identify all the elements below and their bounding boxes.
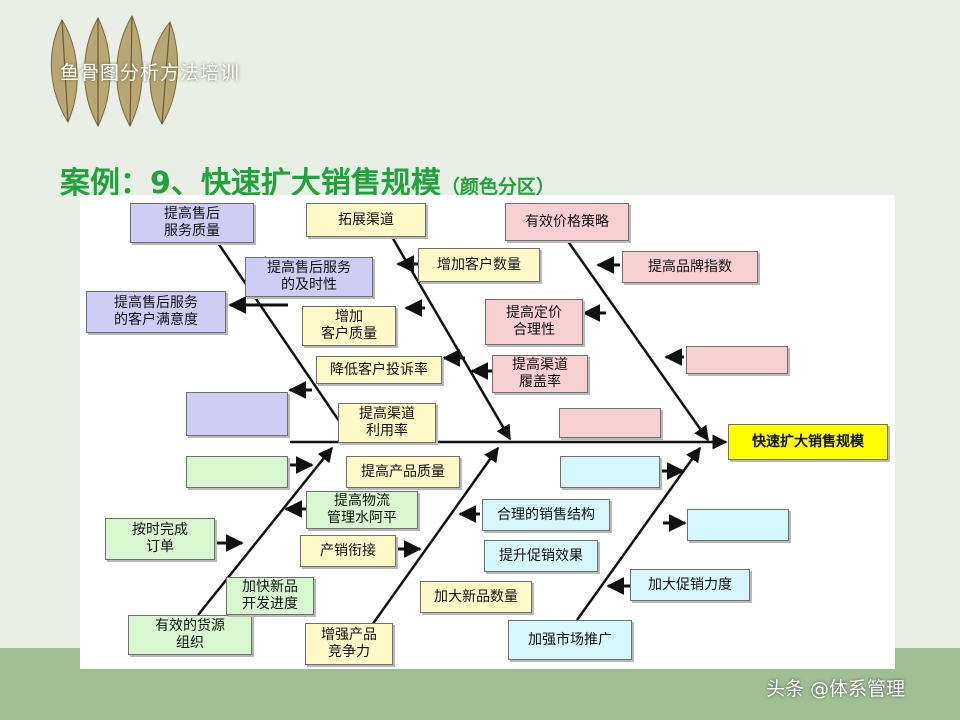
cause-lower-left-1: 提高物流 管理水阿平 bbox=[306, 491, 418, 529]
bone-lower-middle bbox=[370, 446, 500, 626]
cause-lower-middle-3: 加大新品数量 bbox=[420, 581, 532, 613]
cause-lower-middle-1: 提高产品质量 bbox=[346, 456, 460, 488]
bone-main-lower-right: 加强市场推广 bbox=[508, 620, 632, 660]
bone-upper-left bbox=[216, 242, 354, 442]
fishbone-lines bbox=[197, 236, 728, 626]
cause-upper-middle-2: 增加 客户质量 bbox=[302, 306, 396, 346]
cause-lower-right-2: 提升促销效果 bbox=[484, 540, 598, 572]
cause-lower-left-4 bbox=[186, 456, 288, 488]
bone-lower-left bbox=[197, 446, 333, 616]
cause-upper-middle-1: 增加客户数量 bbox=[418, 248, 540, 282]
bone-main-upper-left: 提高售后 服务质量 bbox=[130, 203, 254, 243]
cause-lower-right-5 bbox=[687, 509, 789, 541]
leaves-decoration-icon bbox=[50, 14, 178, 128]
cause-upper-right-1: 提高品牌指数 bbox=[622, 251, 758, 283]
cause-upper-middle-4: 提高渠道 利用率 bbox=[338, 403, 436, 443]
cause-upper-left-1: 提高售后服务 的及时性 bbox=[245, 257, 373, 297]
bone-main-lower-middle: 增强产品 竞争力 bbox=[305, 623, 393, 665]
bone-upper-right bbox=[565, 239, 710, 442]
slide-header: 鱼骨图分析方法培训 bbox=[60, 62, 241, 84]
cause-lower-right-4 bbox=[560, 456, 660, 488]
bone-main-upper-middle: 拓展渠道 bbox=[306, 203, 426, 237]
cause-lower-right-1: 合理的销售结构 bbox=[482, 499, 610, 531]
cause-upper-right-2: 提高定价 合理性 bbox=[485, 299, 583, 345]
cause-lower-left-3: 加快新品 开发进度 bbox=[226, 577, 314, 615]
cause-lower-right-3: 加大促销力度 bbox=[630, 569, 750, 601]
fishbone-panel: 快速扩大销售规模 提高售后 服务质量 提高售后服务 的及时性 提高售后服务 的客… bbox=[80, 195, 895, 669]
cause-upper-right-4 bbox=[686, 346, 788, 374]
cause-lower-left-2: 按时完成 订单 bbox=[105, 518, 215, 560]
cause-upper-left-3 bbox=[186, 392, 288, 436]
bone-main-upper-right: 有效价格策略 bbox=[505, 203, 629, 241]
bone-main-lower-left: 有效的货源 组织 bbox=[128, 615, 252, 655]
watermark: 头条 @体系管理 bbox=[766, 678, 906, 700]
cause-upper-middle-3: 降低客户投诉率 bbox=[316, 356, 442, 384]
fishbone-head-effect: 快速扩大销售规模 bbox=[728, 424, 888, 460]
cause-upper-right-3: 提高渠道 履盖率 bbox=[492, 355, 588, 393]
cause-lower-middle-2: 产销衔接 bbox=[300, 535, 396, 567]
cause-upper-right-5 bbox=[559, 408, 661, 438]
cause-upper-left-2: 提高售后服务 的客户满意度 bbox=[86, 291, 226, 333]
case-title-subtitle: （颜色分区） bbox=[440, 176, 555, 198]
